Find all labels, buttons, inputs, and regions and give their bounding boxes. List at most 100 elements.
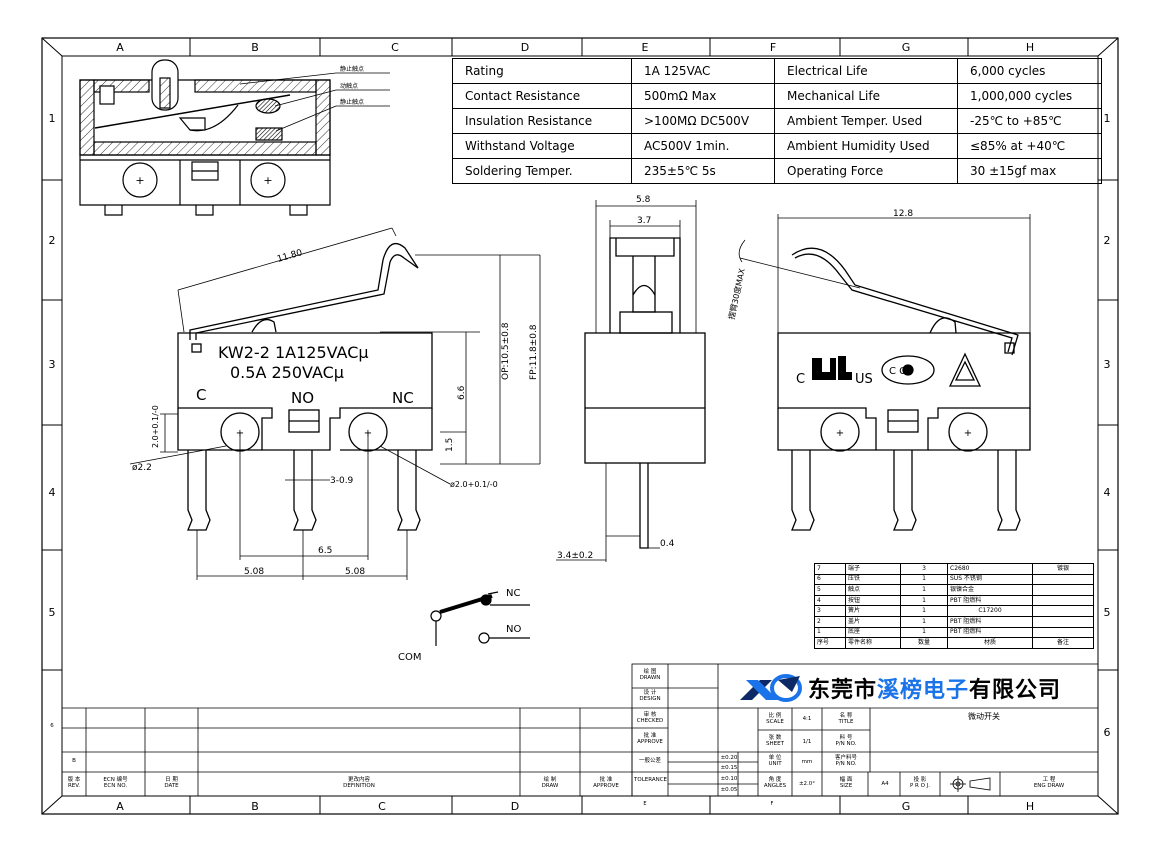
bom-cell: 3 [814,605,846,617]
svg-text:+: + [964,428,972,439]
tb-unit-value: mm [801,759,813,765]
company-name-prefix: 东莞市 [808,678,878,703]
dim-height-1-5: 1.5 [445,438,455,452]
tb-sheet-value: 1/1 [802,739,812,745]
spec-cell: Electrical Life [774,58,958,84]
col-label-bottom: B [251,800,259,813]
side-view-dims [556,200,697,562]
spec-cell: 500mΩ Max [631,83,775,109]
dim-dia-2-0: ø2.0+0.1/-0 [450,480,498,489]
dim-height-6-6: 6.6 [457,385,467,400]
spec-cell: 30 ±15gf max [957,158,1102,184]
ul-mark [812,356,852,380]
spec-cell: Contact Resistance [452,83,632,109]
table-row: Insulation Resistance >100MΩ DC500V Ambi… [452,108,1102,134]
spec-cell: Rating [452,58,632,84]
switch-schematic-labels: NC NO COM [398,588,521,663]
row-label-right: 5 [1104,606,1111,619]
col-label-top: D [521,41,529,54]
company-logo-icon [740,674,802,702]
svg-text:+: + [263,174,272,187]
row-label-right: 2 [1104,234,1111,247]
bom-cell: 1 [900,615,948,628]
col-label-bottom: A [116,800,124,813]
table-row: Withstand Voltage AC500V 1min. Ambient H… [452,133,1102,159]
cross-section-plus-marks: + + [135,174,272,187]
terminal-label-nc: NC [392,389,414,407]
spec-cell: >100MΩ DC500V [631,108,775,134]
tb-size-value: A4 [881,781,889,787]
col-label-bottom: D [511,800,519,813]
col-label-top: E [642,41,649,54]
dim-0-4: 0.4 [660,539,675,549]
spec-cell: Withstand Voltage [452,133,632,159]
bom-cell: 按钮 [845,594,901,607]
row-label-right: 6 [1104,726,1111,739]
table-row: Rating 1A 125VAC Electrical Life 6,000 c… [452,58,1102,84]
dim-3-4: 3.4±0.2 [557,551,593,561]
bom-cell: 序号 [814,637,846,649]
bom-cell: 簧片 [845,605,901,617]
row-label-left: 1 [49,112,56,125]
tb-tol-1: ±0.20 [720,755,738,761]
spec-cell: 1,000,000 cycles [957,83,1102,109]
front-view-labels: KW2-2 1A125VACμ 0.5A 250VACμ C NO NC + +… [132,248,539,577]
bom-cell: 零件名称 [845,637,901,649]
dim-lever-max: 摆臂30度MAX [726,267,747,320]
bom-cell: SUS 不锈钢 [947,573,1033,586]
switch-schematic [430,591,530,646]
title-block-grid [62,663,1099,797]
bom-cell: PBT 阻燃料 [947,615,1033,628]
spec-cell: Operating Force [774,158,958,184]
spec-cell: Mechanical Life [774,83,958,109]
tb-left-mark-b: B [72,758,76,764]
col-label-top: C [391,41,399,54]
row-label-left: 2 [49,234,56,247]
bom-cell [1032,605,1094,617]
bom-cell: C2680 [947,563,1033,575]
bom-cell: 7 [814,563,846,575]
spec-cell: 1A 125VAC [631,58,775,84]
bom-cell: 触点 [845,584,901,596]
tb-general-tolerance: 一般公差 [638,758,661,764]
col-label-bottom: F [771,801,774,807]
col-label-bottom: E [643,801,646,807]
table-row: 序号零件名称数量材质备注 [814,637,1094,649]
dim-lever-length: 11.80 [276,248,304,265]
table-row: Soldering Temper. 235±5℃ 5s Operating Fo… [452,158,1102,184]
bom-cell: 1 [900,605,948,617]
tb-tolerance: TOLERANCE [634,777,668,783]
bom-cell: 1 [900,594,948,607]
spec-cell: Ambient Temper. Used [774,108,958,134]
side-view [584,237,706,549]
tb-scale-value: 4:1 [802,716,812,722]
dim-fp: FP:11.8±0.8 [529,324,539,380]
side-view-labels: 5.8 3.7 3.4±0.2 0.4 [557,195,675,561]
dim-width-5-8: 5.8 [636,195,651,205]
terminal-label-no: NO [291,389,314,407]
rear-view [777,247,1031,531]
bom-cell: 备注 [1032,637,1094,649]
label-fixed-contact-lower: 静止触点 [340,98,364,106]
bom-cell: 端子 [845,563,901,575]
spec-cell: 235±5℃ 5s [631,158,775,184]
marking-line-2: 0.5A 250VACμ [230,363,344,382]
spec-cell: AC500V 1min. [631,133,775,159]
cert-mark-c: C [796,372,805,387]
